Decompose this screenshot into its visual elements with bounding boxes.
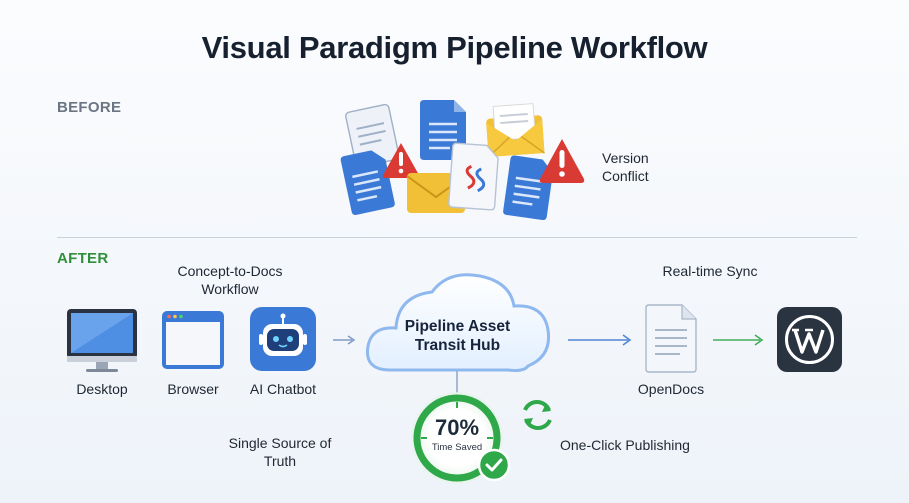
publishing-label: One-Click Publishing bbox=[560, 437, 690, 453]
version-conflict-label: Version Conflict bbox=[602, 150, 649, 184]
warning-icon bbox=[539, 139, 585, 183]
concept-to-docs-label: Concept-to-Docs Workflow bbox=[177, 263, 283, 297]
realtime-sync-label: Real-time Sync bbox=[662, 263, 758, 279]
warning-icon bbox=[382, 143, 420, 178]
chatbot-label: AI Chatbot bbox=[249, 381, 317, 397]
page-title: Visual Paradigm Pipeline Workflow bbox=[201, 30, 708, 65]
sync-icon bbox=[523, 400, 552, 430]
section-divider bbox=[57, 237, 857, 238]
opendocs-label: OpenDocs bbox=[637, 381, 705, 397]
cloud-hub-icon bbox=[365, 273, 551, 372]
code-document-icon bbox=[448, 142, 499, 211]
hub-label: Pipeline Asset Transit Hub bbox=[404, 318, 511, 355]
checkmark-icon bbox=[477, 448, 511, 482]
arrow-right-icon bbox=[713, 334, 764, 346]
document-icon bbox=[340, 150, 395, 215]
single-source-label: Single Source of Truth bbox=[228, 435, 332, 469]
before-label: BEFORE bbox=[57, 99, 122, 116]
document-icon bbox=[345, 103, 400, 168]
browser-label: Browser bbox=[167, 381, 219, 397]
document-icon bbox=[503, 155, 553, 221]
arrow-right-icon bbox=[568, 334, 632, 346]
arrow-right-icon bbox=[333, 335, 356, 345]
desktop-label: Desktop bbox=[76, 381, 128, 397]
opendocs-document-icon bbox=[645, 304, 697, 373]
chaos-cluster bbox=[340, 100, 585, 221]
desktop-icon bbox=[67, 309, 137, 372]
browser-icon bbox=[162, 311, 224, 369]
gauge-label: Time Saved bbox=[431, 442, 483, 453]
wordpress-icon bbox=[777, 307, 842, 372]
after-label: AFTER bbox=[57, 250, 109, 267]
ai-chatbot-icon bbox=[250, 307, 316, 371]
envelope-icon bbox=[486, 103, 545, 158]
gauge-value: 70% bbox=[434, 415, 480, 440]
